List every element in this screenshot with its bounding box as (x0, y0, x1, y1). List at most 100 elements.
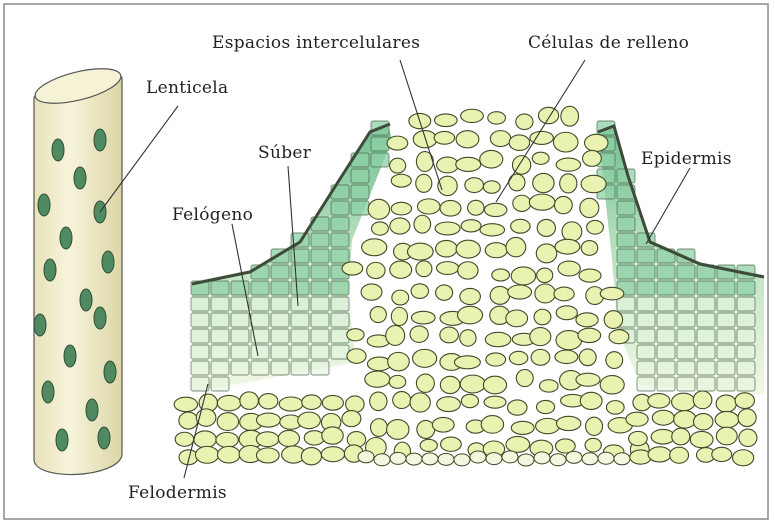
lenticel-mark (94, 307, 106, 329)
label-celulas-de-relleno: Células de relleno (528, 33, 689, 53)
filling-cell (513, 195, 531, 211)
suber-cell (697, 281, 715, 295)
filling-cell (556, 306, 577, 320)
suber-cell (737, 377, 755, 391)
suber-cell (677, 281, 695, 295)
filling-cell (416, 374, 434, 392)
suber-cell (331, 281, 349, 295)
suber-cell (231, 361, 249, 375)
filling-cell (537, 219, 555, 236)
filling-cell (256, 432, 278, 447)
filling-cell (585, 438, 601, 452)
filling-cell (372, 222, 389, 235)
filling-cell (555, 439, 575, 453)
suber-cell (637, 377, 655, 391)
lenticel-mark (52, 139, 64, 161)
suber-cell (371, 137, 389, 151)
filling-cell (435, 222, 460, 235)
suber-cell (737, 345, 755, 359)
filling-cell (358, 451, 374, 463)
filling-cell (690, 431, 713, 447)
suber-cell (677, 345, 695, 359)
lenticel-mark (42, 381, 54, 403)
filling-cell (534, 452, 550, 464)
suber-cell (191, 297, 209, 311)
suber-cell (697, 329, 715, 343)
suber-cell (617, 265, 635, 279)
filling-cell (502, 451, 518, 463)
suber-cell (251, 313, 269, 327)
filling-cell (486, 453, 502, 465)
suber-cell (291, 361, 309, 375)
filling-cell (461, 220, 481, 232)
filling-cell (342, 411, 361, 427)
filling-cell (581, 241, 598, 256)
filling-cell (392, 290, 409, 305)
filling-cell (585, 134, 608, 151)
filling-cell (321, 447, 344, 462)
stem (32, 62, 124, 475)
filling-cell (322, 427, 343, 444)
filling-cell (538, 107, 558, 123)
filling-cell (511, 421, 534, 434)
filling-cell (536, 400, 554, 413)
suber-cell (617, 297, 635, 311)
filling-cell (529, 194, 555, 210)
filling-cell (456, 240, 480, 258)
filling-cell (437, 397, 461, 412)
suber-cell (677, 313, 695, 327)
filling-cell (420, 439, 437, 451)
suber-cell (271, 345, 289, 359)
filling-cell (256, 448, 279, 463)
suber-cell (717, 329, 735, 343)
filling-cell (509, 135, 530, 151)
filling-cell (580, 392, 602, 409)
filling-cell (558, 261, 580, 276)
suber-cell (717, 377, 735, 391)
filling-cell (458, 262, 478, 279)
filling-cell (406, 453, 422, 465)
label-espacios-intercelulares: Espacios intercelulares (212, 33, 420, 53)
lenticel-mark (94, 129, 106, 151)
filling-cell (511, 267, 535, 285)
suber-cell (251, 281, 269, 295)
suber-cell (191, 313, 209, 327)
filling-cell (579, 349, 596, 366)
suber-cell (211, 297, 229, 311)
suber-cell (351, 185, 369, 199)
filling-cell (194, 431, 217, 448)
filling-cell (561, 106, 579, 126)
filling-cell (408, 243, 434, 260)
filling-cell (393, 392, 411, 409)
filling-cell (240, 392, 259, 409)
filling-cell (410, 393, 430, 412)
filling-cell (672, 428, 690, 445)
suber-cell (657, 361, 675, 375)
filling-cell (367, 262, 385, 278)
filling-cell (576, 373, 600, 386)
filling-cell (440, 376, 460, 393)
filling-cell (738, 409, 756, 427)
filling-cell (560, 174, 577, 193)
label-felogeno: Felógeno (172, 205, 253, 225)
suber-cell (637, 361, 655, 375)
filling-cell (586, 417, 603, 435)
suber-cell (191, 329, 209, 343)
suber-cell (331, 233, 349, 247)
lenticel-mark (56, 429, 68, 451)
filling-cell (390, 452, 406, 464)
suber-cell (271, 265, 289, 279)
filling-cell (365, 371, 390, 387)
filling-cell (600, 376, 624, 394)
filling-cell (483, 376, 506, 394)
suber-cell (617, 233, 635, 247)
lenticel-mark (104, 361, 116, 383)
filling-cell (598, 452, 614, 464)
filling-cell (304, 431, 324, 445)
suber-cell (231, 281, 249, 295)
filling-cell (410, 326, 428, 343)
filling-cell (457, 306, 482, 324)
filling-cell (411, 284, 428, 299)
suber-cell (657, 297, 675, 311)
filling-cell (480, 150, 503, 168)
